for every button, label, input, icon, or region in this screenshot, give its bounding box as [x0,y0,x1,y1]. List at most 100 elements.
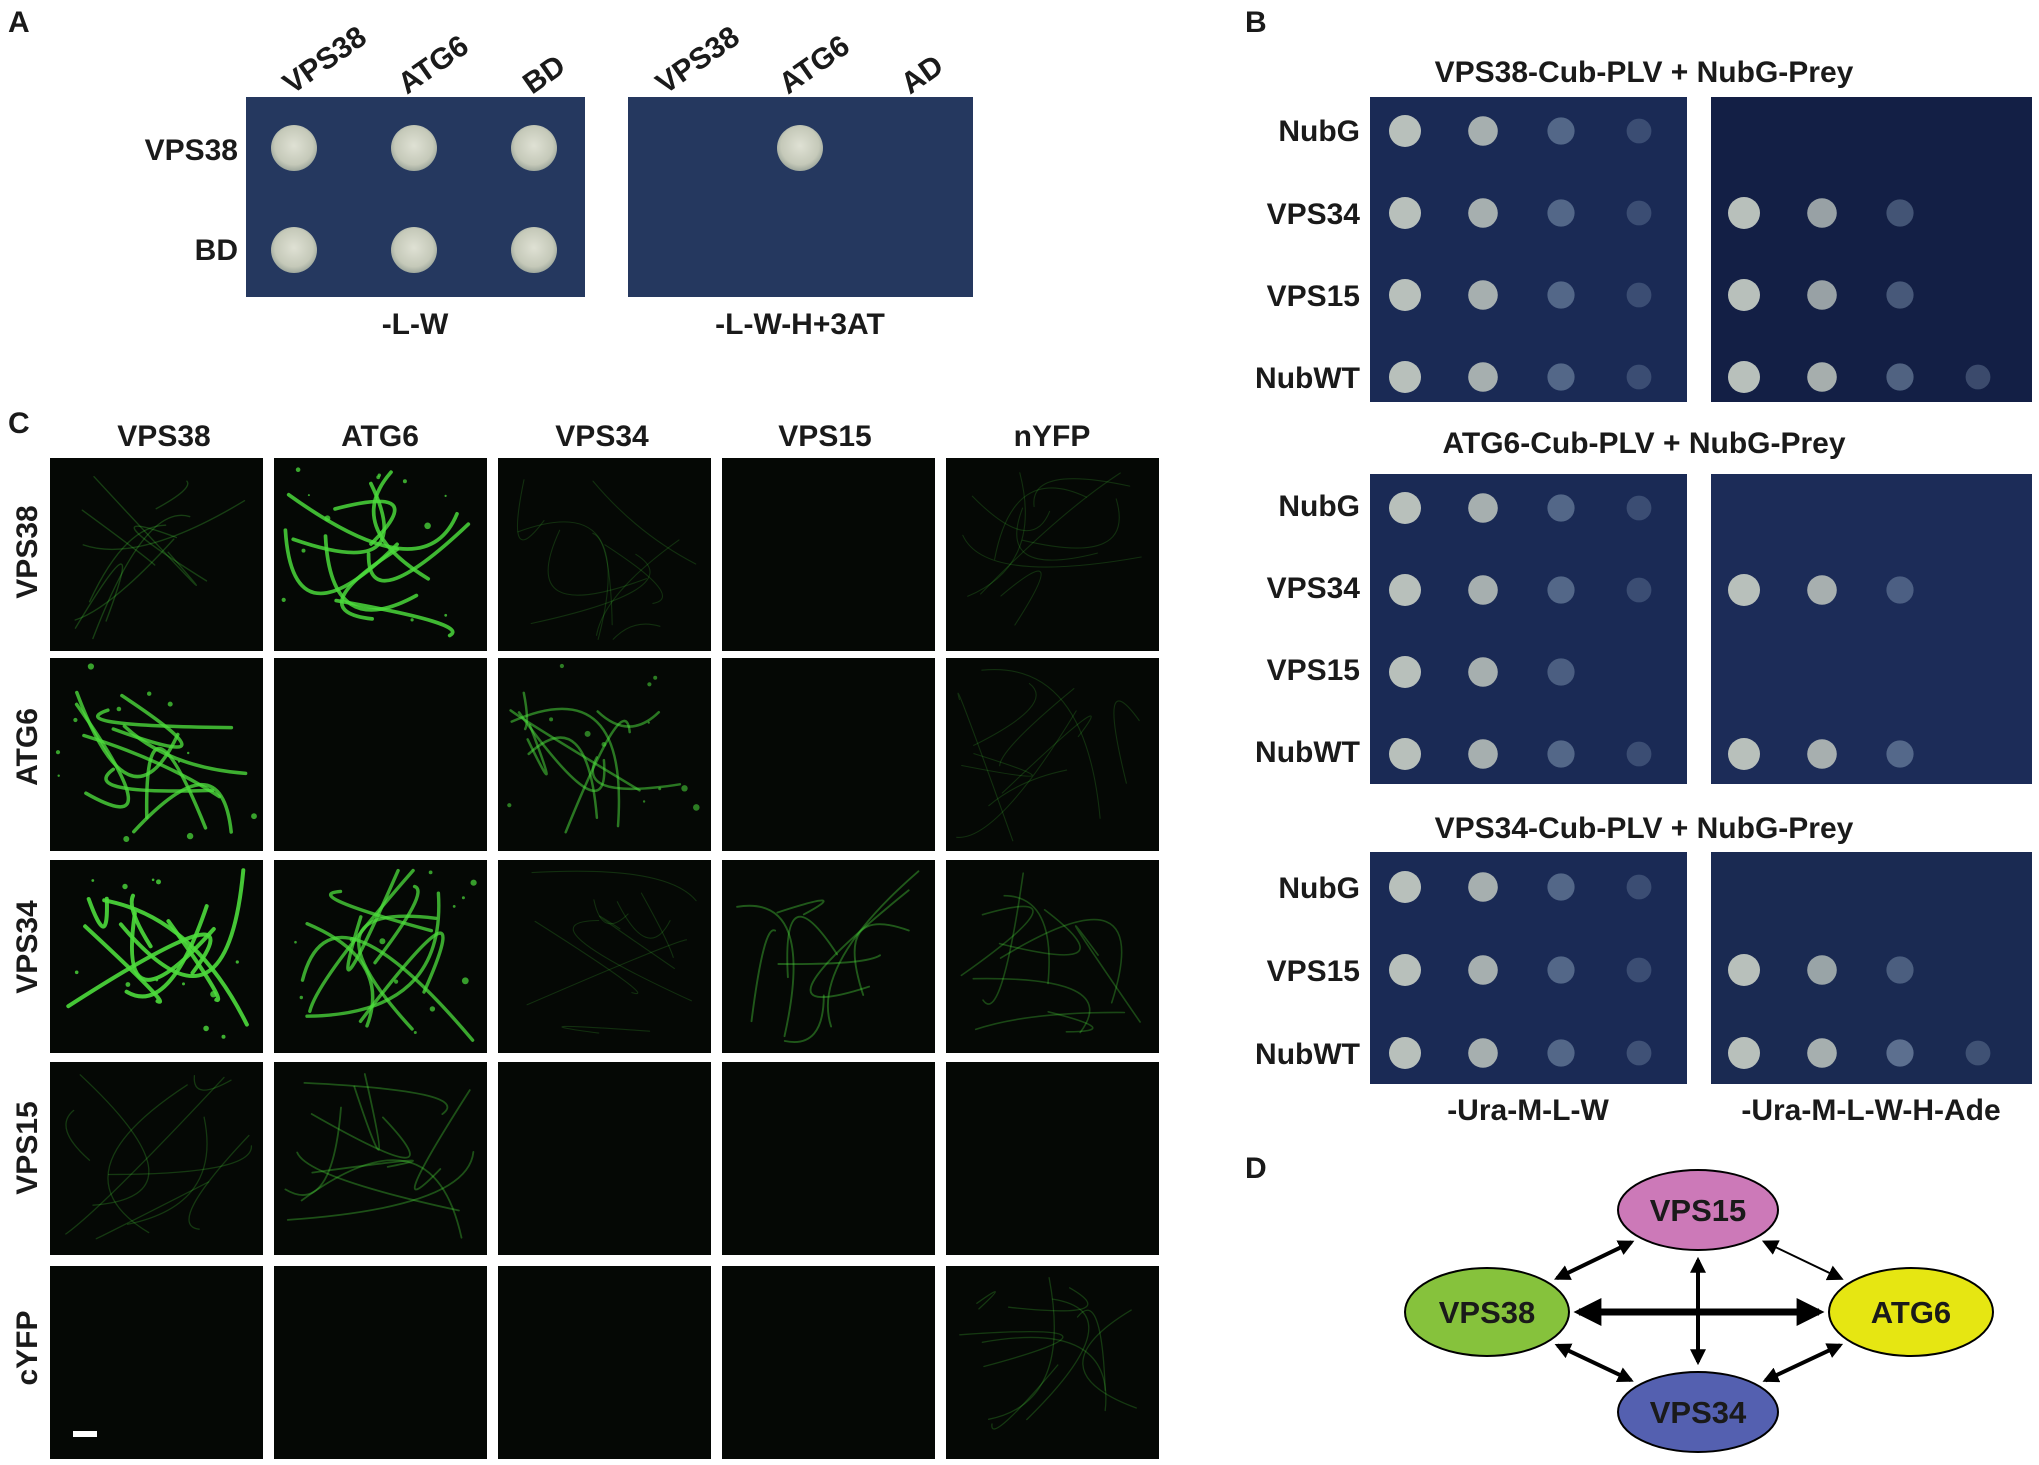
cell-outline [334,598,455,638]
micrograph-panel [498,1266,711,1459]
cell-outline [291,481,387,555]
fluorescent-punctum [167,701,173,707]
cell-outline [193,1075,232,1091]
fluorescent-punctum [461,977,469,985]
cell-outline [976,1291,996,1310]
colony-spot [1468,198,1498,228]
cell-outline [126,1116,208,1225]
fluorescence-signal [736,870,920,1043]
colony-spot [1728,738,1760,770]
column-label: nYFP [1014,420,1091,453]
fluorescent-punctum [394,979,399,984]
colony-spot [1626,200,1652,226]
cell-outline [188,1134,250,1230]
colony-spots [1728,197,1991,393]
colony-spot [1626,957,1652,983]
colony-spot [1807,198,1837,228]
cell-outline [155,480,189,510]
fluorescent-punctum [424,522,431,530]
row-label: NubWT [1255,736,1360,769]
cell-outline [530,553,651,625]
colony-spot [1728,574,1760,606]
cell-outline [353,1073,381,1151]
cell-outline [1021,498,1120,549]
cell-outline [981,668,1101,819]
colony-spot [1547,576,1575,604]
colony-spot [1728,197,1760,229]
fluorescent-punctum [461,896,465,900]
cell-outline [300,1159,463,1239]
row-label: NubG [1278,872,1360,905]
column-label: AD [895,49,949,101]
cell-outline [517,711,606,792]
plate-right-colonies [777,125,823,171]
micrograph-panel [946,1266,1159,1459]
cell-outline [853,923,910,996]
plate-left-colonies [271,125,557,273]
column-label: ATG6 [341,420,419,453]
micrograph-panel [274,658,487,851]
cell-outline [82,733,222,799]
cell-outline [827,870,920,1028]
colony-spot [1468,362,1498,392]
colony-spot [1389,361,1421,393]
colony-spot [1626,495,1652,521]
colony-spot [1547,363,1575,391]
node-label: ATG6 [1871,1295,1951,1330]
cell-outline [994,487,1088,560]
cell-outline [604,544,664,604]
colony-spots [1728,954,1991,1069]
cell-outline [308,868,415,1013]
micrograph-panel [498,860,711,1053]
colony-spot [1468,575,1498,605]
cell-outline [75,690,180,779]
cell-outline [310,1113,411,1159]
cell-outline [1000,570,1042,626]
fluorescence-signal [960,872,1141,1034]
cell-outline [95,1181,210,1240]
cell-outline [92,514,191,640]
cell-outline [284,1106,342,1196]
cell-outline [783,994,825,1043]
colony-spot [1389,1037,1421,1069]
micrograph-panel [50,860,263,1053]
cell-outline [981,1336,1107,1412]
column-labels: VPS38 ATG6 VPS34 VPS15 nYFP [117,420,1090,453]
column-label: VPS34 [555,420,649,453]
medium-label: -L-W-H+3AT [715,308,885,341]
micrograph-panel [946,860,1159,1053]
colony-spot [1807,1038,1837,1068]
fluorescence-signal [284,1073,475,1239]
fluorescent-punctum [410,618,414,622]
cell-outline [108,1145,253,1176]
fluorescent-punctum [203,1025,209,1032]
yeast-colony [511,125,557,171]
cell-outline [133,525,208,582]
cell-outline [79,1074,150,1206]
colony-spot [1547,494,1575,522]
colony-spot [1547,658,1575,686]
micrograph-panel [722,1266,935,1459]
panel-letter-d: D [1245,1152,1267,1185]
cell-outline [83,924,163,1004]
cell-outline [1074,925,1141,1023]
cell-outline [999,918,1123,1004]
fluorescence-signal [281,467,471,638]
row-label: VPS15 [1267,654,1360,687]
cell-outline [967,472,1026,597]
panel-b: B VPS38-Cub-PLV + NubG-Prey NubG VPS34 V… [1245,6,2032,1127]
cell-outline [640,892,674,958]
group-title: VPS38-Cub-PLV + NubG-Prey [1435,56,1854,89]
row-label: NubWT [1255,362,1360,395]
node-label: VPS15 [1650,1193,1747,1228]
fluorescence-signal [66,868,249,1039]
row-label: NubWT [1255,1038,1360,1071]
fluorescent-punctum [221,1034,226,1039]
colony-spot [1389,738,1421,770]
fluorescent-punctum [301,548,306,553]
plate-b3-left [1370,852,1687,1084]
cell-outline [74,538,175,621]
panel-letter-c: C [8,407,30,440]
cell-outline [346,868,400,972]
